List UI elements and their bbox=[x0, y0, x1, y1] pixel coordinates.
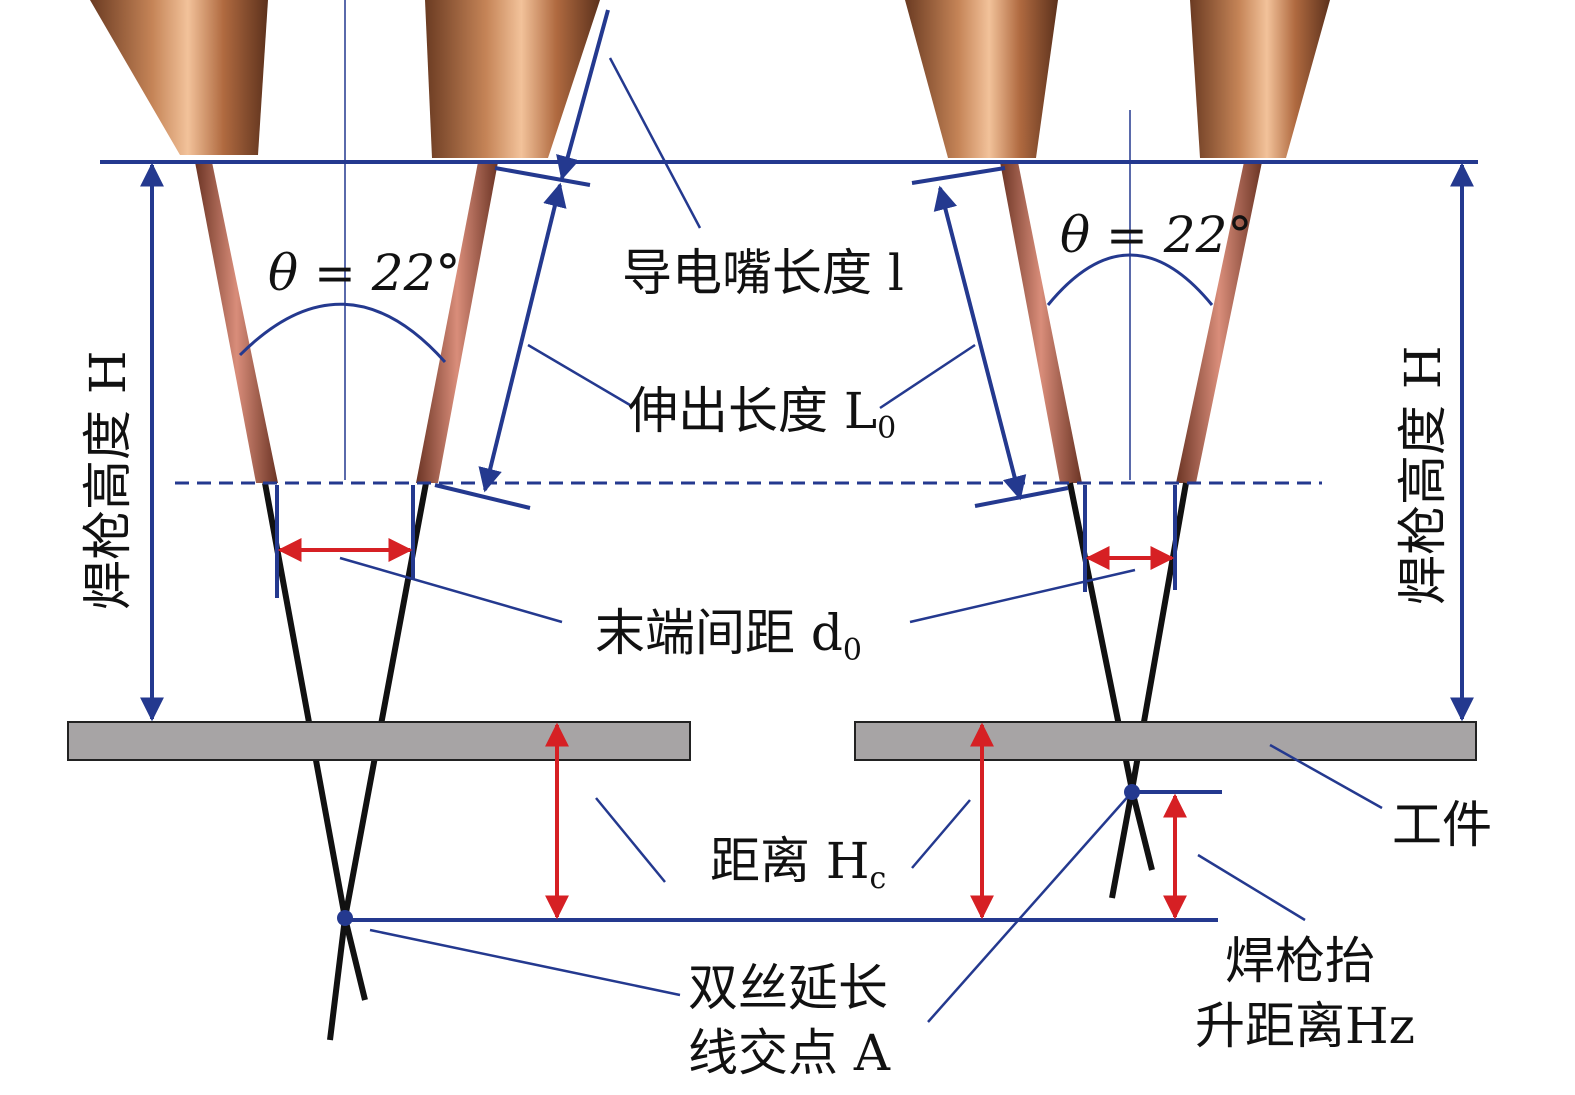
extension-length-label: 伸出长度 L0 bbox=[628, 382, 896, 446]
lift-label-line2: 升距离Hz bbox=[1195, 997, 1415, 1055]
contact-tips bbox=[90, 0, 1330, 158]
leader-lines bbox=[339, 57, 1383, 1023]
end-spacing-subscript: 0 bbox=[843, 633, 862, 668]
lift-label-line1: 焊枪抬 bbox=[1225, 932, 1375, 990]
end-spacing-text: 末端间距 d bbox=[595, 604, 843, 662]
end-spacing-dimension-left bbox=[275, 485, 415, 598]
contact-tip-left-2 bbox=[425, 0, 600, 158]
workpiece-left bbox=[67, 721, 691, 761]
end-spacing-label: 末端间距 d0 bbox=[595, 604, 862, 668]
extension-length-text: 伸出长度 L bbox=[628, 382, 877, 440]
torch-height-label-left: 焊枪高度 H bbox=[79, 351, 137, 611]
contact-tip-right-2 bbox=[1190, 0, 1330, 158]
workpiece-label: 工件 bbox=[1392, 796, 1492, 854]
contact-tip-left-1 bbox=[90, 0, 268, 155]
extension-dimension-right bbox=[911, 166, 1069, 508]
distance-text: 距离 H bbox=[710, 832, 870, 890]
end-spacing-dimension-right bbox=[1083, 485, 1177, 592]
workpiece-right bbox=[854, 721, 1477, 761]
intersection-point-a bbox=[337, 910, 353, 926]
angle-label-right: θ = 22° bbox=[1060, 206, 1252, 264]
distance-label: 距离 Hc bbox=[710, 832, 886, 896]
extension-length-subscript: 0 bbox=[877, 411, 896, 446]
contact-tip-right-1 bbox=[905, 0, 1058, 158]
extension-dimension-left bbox=[434, 9, 610, 510]
angle-arc-left bbox=[238, 302, 447, 363]
torch-height-label-right: 焊枪高度 H bbox=[1394, 346, 1452, 606]
tip-length-label: 导电嘴长度 l bbox=[622, 244, 904, 302]
intersection-label-line1: 双丝延长 bbox=[688, 959, 888, 1017]
intersection-label-line2: 线交点 A bbox=[688, 1024, 891, 1082]
angle-arc-right bbox=[1046, 253, 1214, 306]
distance-subscript: c bbox=[870, 861, 887, 896]
angle-label-left: θ = 22° bbox=[268, 244, 460, 302]
